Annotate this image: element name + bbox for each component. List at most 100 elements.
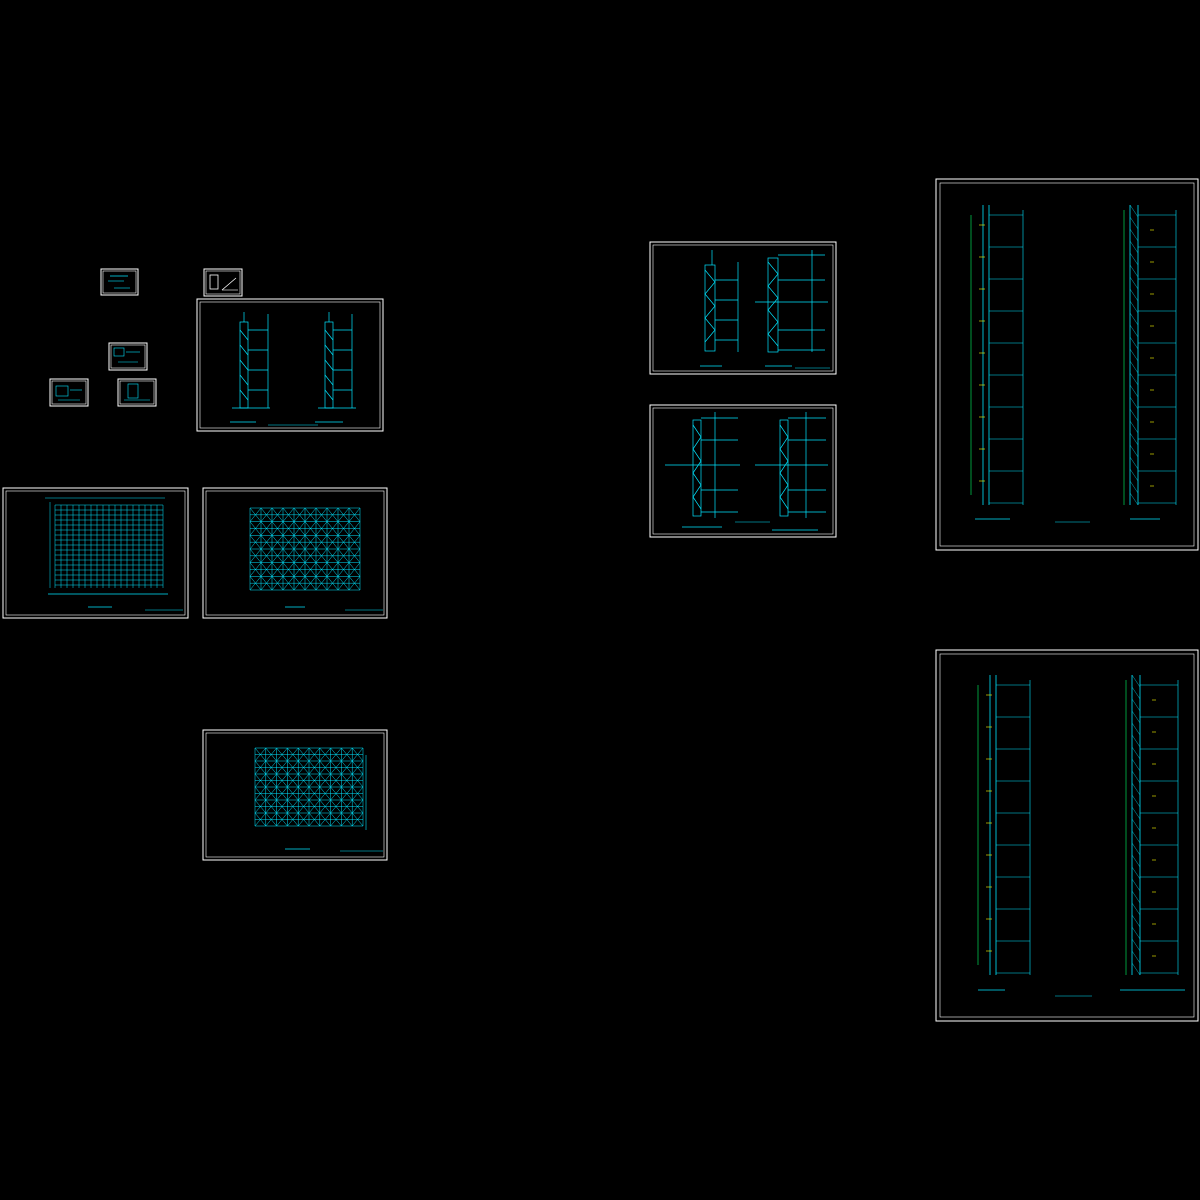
cad-line [249,548,262,563]
braced-frame-mesh [249,507,361,591]
cad-line [293,521,306,536]
cad-line [1129,396,1139,410]
detail-thumb-4[interactable] [49,378,89,407]
cad-line [265,760,277,775]
elevation-grid-mesh [45,497,165,588]
cad-line [1129,408,1139,422]
cad-line [1131,710,1141,724]
cad-line [326,535,339,550]
detail-thumb-2[interactable] [203,268,243,297]
cad-line [287,747,299,762]
cad-line [276,747,288,762]
cad-line [298,812,310,827]
cad-line [341,773,353,788]
wall-section-b-right [755,412,828,518]
cad-line [276,786,288,801]
tall-section-sheet-lower[interactable] [935,649,1199,1022]
cad-line [260,562,273,577]
cad-line [352,773,364,788]
cad-line [315,521,328,536]
wall-section-b-left [665,412,740,518]
cad-line [341,747,353,762]
cad-line [348,548,361,563]
cad-line [265,799,277,814]
cad-line [308,812,320,827]
cad-line [348,507,361,522]
cad-line [1129,348,1139,362]
detail-thumb-3[interactable] [108,342,148,371]
cad-line [315,562,328,577]
section-left-strip [232,312,270,409]
wall-section-sheet-a[interactable] [649,241,837,375]
cad-line [326,548,339,563]
cad-line [341,812,353,827]
cad-line [282,576,295,591]
elevation-grid-sheet[interactable] [2,487,189,619]
cad-line [254,812,266,827]
cad-line [265,812,277,827]
cad-line [308,747,320,762]
cad-line [1131,926,1141,940]
cad-line [341,760,353,775]
cad-line [330,812,342,827]
cad-line [1129,312,1139,326]
cad-line [319,799,331,814]
elevation-braced-sheet[interactable] [202,487,388,619]
cad-line [319,760,331,775]
cad-line [271,507,284,522]
cad-line [1129,252,1139,266]
cad-line [1129,288,1139,302]
cad-line [352,799,364,814]
cad-line [352,760,364,775]
cad-line [271,535,284,550]
cad-line [1129,336,1139,350]
cad-line [348,521,361,536]
cad-line [1131,758,1141,772]
cad-line [1129,432,1139,446]
section-sheet-top[interactable] [196,298,384,432]
elevation-braced-sheet-lower[interactable] [202,729,388,861]
cad-line [315,507,328,522]
cad-line [304,562,317,577]
detail-thumb-1[interactable] [100,268,139,296]
cad-line [1131,950,1141,964]
cad-line [276,760,288,775]
cad-line [1131,938,1141,952]
cad-line [1131,842,1141,856]
wall-section-sheet-b[interactable] [649,404,837,538]
cad-line [1129,420,1139,434]
cad-line [315,576,328,591]
cad-line [315,535,328,550]
cad-line [337,576,350,591]
cad-line [308,760,320,775]
cad-line [249,562,262,577]
cad-line [337,521,350,536]
cad-line [326,521,339,536]
tall-section-sheet-upper[interactable] [935,178,1199,551]
cad-line [1129,468,1139,482]
cad-line [1129,240,1139,254]
cad-line [287,799,299,814]
cad-line [348,535,361,550]
cad-line [271,521,284,536]
cad-line [308,786,320,801]
cad-line [1129,492,1139,506]
wall-section-a-left [704,250,739,352]
cad-line [341,799,353,814]
cad-line [315,548,328,563]
cad-line [282,548,295,563]
cad-line [330,747,342,762]
cad-line [1131,722,1141,736]
cad-line [319,773,331,788]
cad-line [276,773,288,788]
detail-thumb-5[interactable] [117,378,157,407]
cad-line [298,760,310,775]
cad-line [319,786,331,801]
cad-line [254,760,266,775]
cad-line [304,507,317,522]
cad-line [282,562,295,577]
cad-line [293,507,306,522]
cad-line [254,786,266,801]
